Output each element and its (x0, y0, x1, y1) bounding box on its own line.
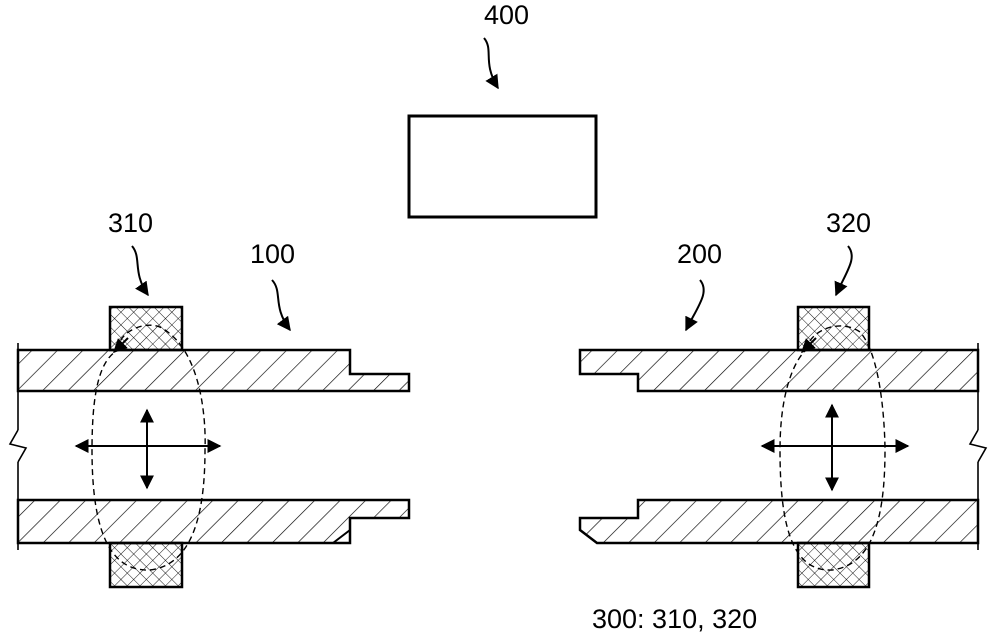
pipe-100-label: 100 (250, 239, 295, 269)
legend-text: 300: 310, 320 (592, 604, 757, 634)
controller-label: 400 (484, 0, 529, 30)
coil-310-leader (132, 246, 148, 295)
pipe-200-label: 200 (677, 239, 722, 269)
pipe-100-leader (272, 280, 290, 330)
coil-310-top (110, 307, 182, 350)
coil-310-label: 310 (108, 208, 153, 238)
coil-320-label: 320 (826, 208, 871, 238)
controller-leader (484, 38, 498, 88)
coil-320-leader (836, 246, 852, 295)
controller-box (409, 116, 596, 217)
coil-320-top (798, 307, 869, 350)
pipe-200-leader (686, 280, 704, 330)
coil-320-bottom (798, 543, 869, 587)
coil-310-bottom (110, 543, 182, 587)
